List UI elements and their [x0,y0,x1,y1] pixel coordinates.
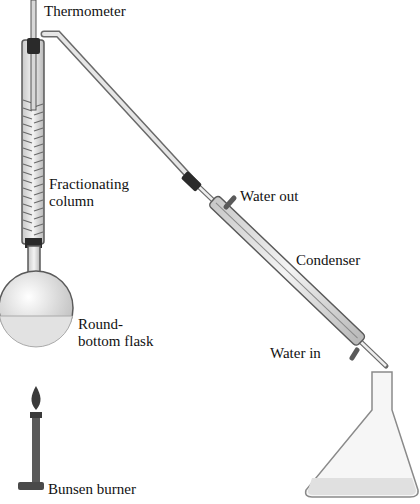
inner-tube-bore [196,184,386,366]
column-indent [23,164,43,171]
water-in-stub [352,350,357,358]
condenser-jacket-body [208,195,366,347]
column-indent [23,220,43,227]
thermometer-stopper [27,38,40,54]
condenser-core [216,203,358,338]
part-label: Water in [270,345,350,362]
column-indent [23,204,43,211]
column-indent [23,132,43,139]
part-label: Condenser [296,252,406,269]
side-arm [44,34,196,184]
part-label: Fractionating column [49,176,149,210]
column-indents [23,100,43,235]
column-indent [23,196,43,203]
distillate [308,478,416,495]
inner-tube [196,184,386,366]
joint-sleeve [181,171,202,192]
thermometer-stem [31,0,36,110]
column-indent [23,172,43,179]
condenser-jacket [208,195,366,347]
burner-tube [32,412,40,482]
column-indent [23,124,43,131]
part-label: Bunsen burner [48,481,188,498]
side-arm-inner [44,34,196,184]
receiving-flask [306,372,419,497]
flame [31,386,40,410]
column-indent [23,140,43,147]
burner-collar [30,412,42,418]
column-indent [23,156,43,163]
column-indent [23,148,43,155]
column-indent [23,180,43,187]
column-indent [23,188,43,195]
column-indent [23,228,43,235]
column-indent [23,116,43,123]
column-indent [23,212,43,219]
part-label: Thermometer [44,3,164,20]
part-label: Round-bottom flask [78,316,164,350]
burner-base [18,482,44,490]
ground-joint [181,171,202,192]
flask-liquid [0,316,73,347]
part-label: Water out [240,188,360,205]
water-out-stub [226,198,234,207]
